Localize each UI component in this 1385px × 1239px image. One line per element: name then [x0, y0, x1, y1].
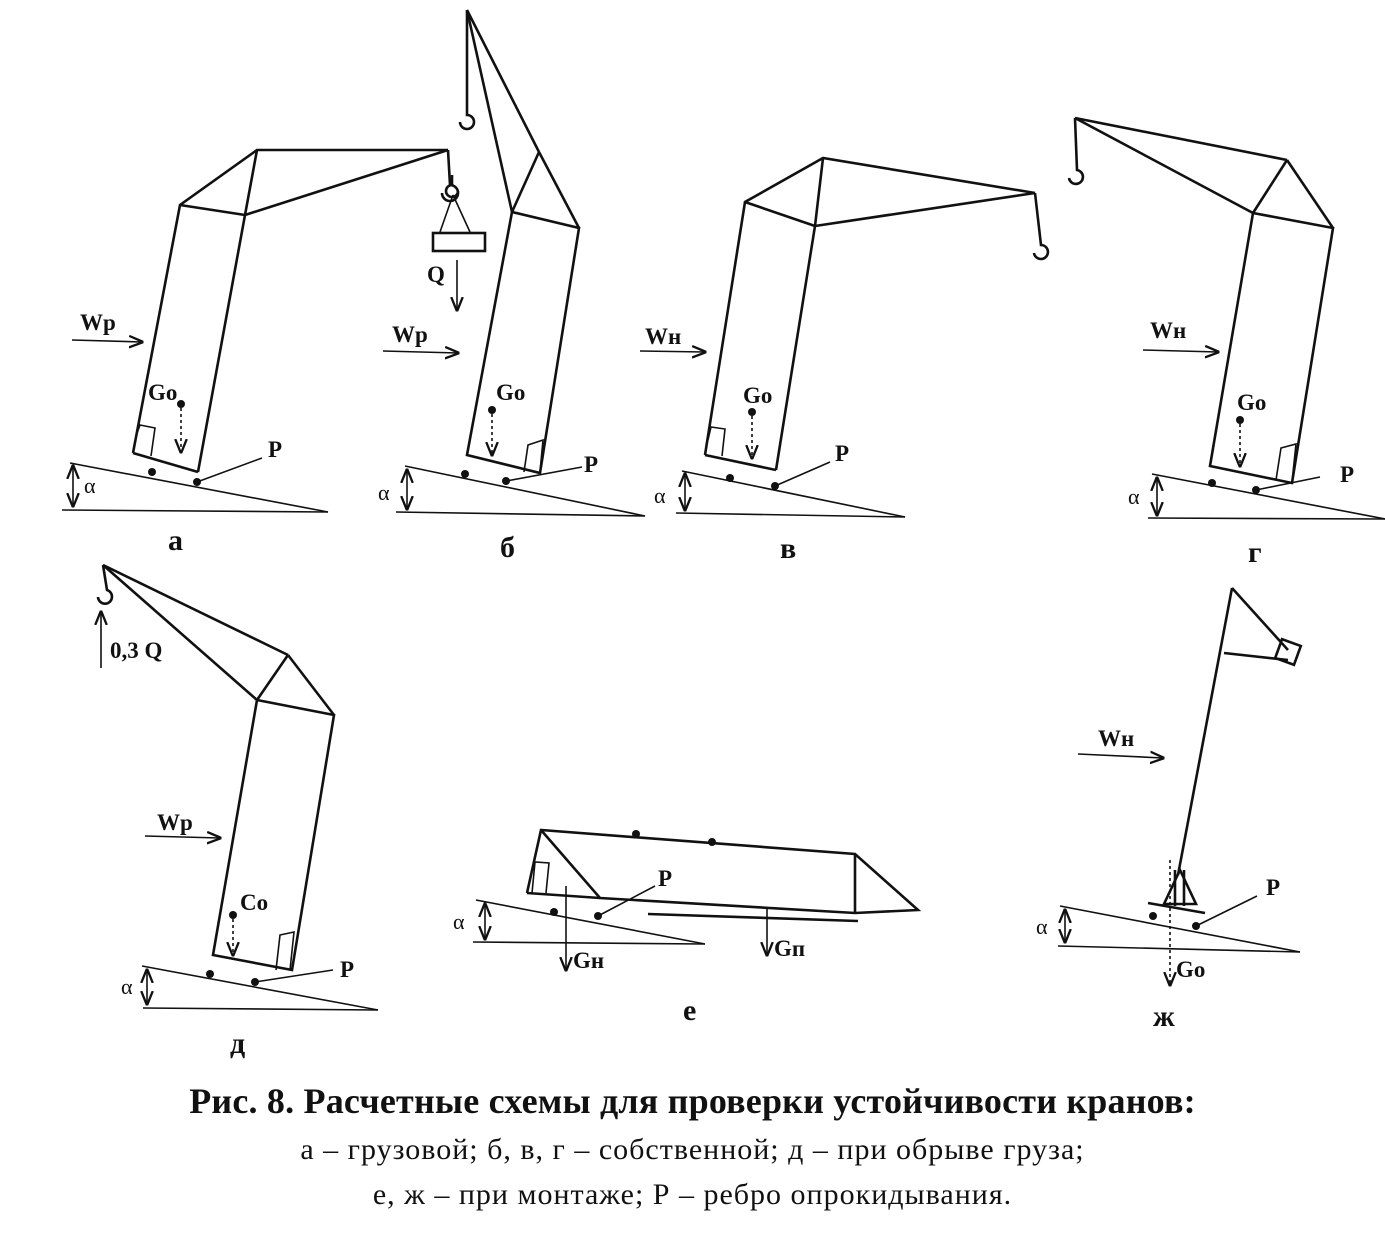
wind-label-d: Wp: [157, 810, 193, 835]
weight-label-a: Go: [148, 380, 177, 405]
scheme-label-a: а: [168, 524, 183, 557]
slope-d: [142, 965, 379, 1011]
scheme-v: α P Wн Go в: [639, 156, 1050, 565]
weight-label-g: Go: [1237, 390, 1266, 415]
slope-v: [675, 470, 906, 518]
angle-label-g: α: [1128, 484, 1140, 509]
weight-n-label-e: Gн: [573, 948, 604, 973]
angle-label-zh: α: [1036, 914, 1048, 939]
tipping-edge-label-zh: P: [1266, 875, 1280, 900]
scheme-label-e: е: [683, 994, 696, 1027]
angle-label-b: α: [378, 480, 390, 505]
weight-label-b: Go: [496, 380, 525, 405]
scheme-a: α P Wp Go а: [61, 148, 460, 557]
crane-body-v: [703, 156, 1050, 472]
weight-label-v: Go: [743, 383, 772, 408]
scheme-label-zh: ж: [1153, 1000, 1175, 1033]
crane-body-a: [131, 148, 460, 474]
crane-body-d: [96, 563, 336, 972]
slope-e: [472, 899, 706, 945]
slope-a: [61, 462, 329, 513]
slope-g: [1147, 473, 1385, 520]
weight-p-label-e: Gп: [774, 936, 805, 961]
wind-label-v: Wн: [645, 324, 681, 349]
figure-caption-line2: е, ж – при монтаже; Р – ребро опрокидыва…: [372, 1178, 1013, 1211]
weight-label-zh: Go: [1176, 957, 1205, 982]
scheme-label-g: г: [1248, 536, 1262, 569]
scheme-zh: α P Go Wн ж: [1036, 587, 1303, 1033]
tipping-edge-label-a: P: [268, 437, 282, 462]
scheme-b: α Q P Wp Go б: [378, 9, 646, 564]
slope-b: [395, 465, 646, 517]
figure-caption-line1: а – грузовой; б, в, г – собственной; д –…: [300, 1133, 1085, 1166]
crane-body-e: [525, 828, 922, 923]
scheme-e: α P Gн Gп е: [453, 828, 922, 1027]
tipping-edge-label-v: P: [835, 441, 849, 466]
scheme-label-d: д: [230, 1027, 245, 1060]
crane-body-b: [431, 9, 581, 475]
wind-label-a: Wp: [80, 310, 116, 335]
scheme-label-b: б: [500, 531, 515, 564]
wind-label-g: Wн: [1150, 318, 1186, 343]
crane-body-zh: [1147, 587, 1303, 915]
weight-label-d: Co: [240, 890, 268, 915]
figure-title: Рис. 8. Расчетные схемы для проверки уст…: [189, 1081, 1196, 1121]
tipping-edge-label-e: P: [658, 866, 672, 891]
scheme-label-v: в: [780, 532, 796, 565]
load-label-d: 0,3 Q: [110, 638, 162, 663]
tipping-edge-label-b: P: [584, 452, 598, 477]
slope-zh: [1057, 905, 1301, 953]
support-point-a1: [148, 468, 156, 476]
tipping-edge-label-d: P: [340, 957, 354, 982]
scheme-d: α 0,3 Q P Wp Co д: [96, 563, 379, 1060]
angle-label-v: α: [654, 483, 666, 508]
angle-label-a: α: [84, 473, 96, 498]
angle-label-e: α: [453, 909, 465, 934]
wind-label-zh: Wн: [1098, 726, 1134, 751]
wind-label-b: Wp: [392, 322, 428, 347]
angle-label-d: α: [121, 974, 133, 999]
tipping-edge-label-g: P: [1340, 462, 1354, 487]
load-label-b: Q: [427, 262, 445, 287]
crane-body-g: [1067, 116, 1335, 485]
scheme-g: α P Wн Go г: [1067, 116, 1385, 569]
